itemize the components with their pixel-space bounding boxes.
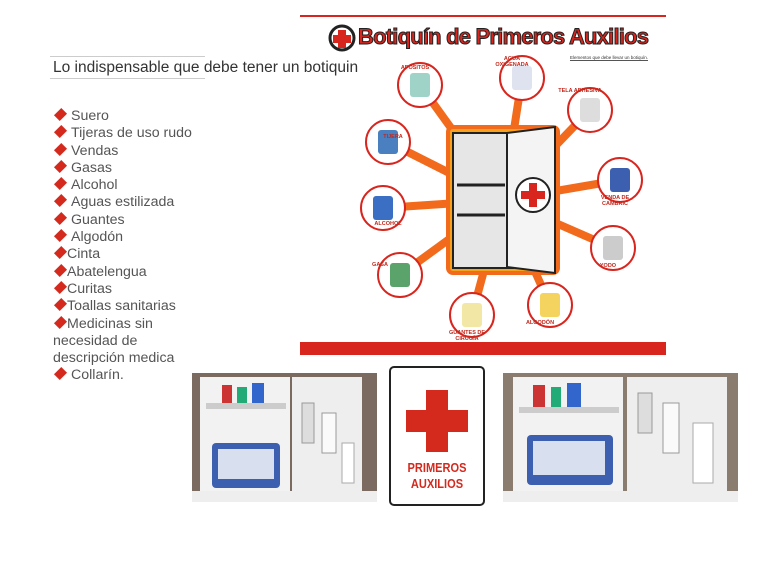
supply-label: GASA xyxy=(372,262,388,268)
supply-icon xyxy=(373,196,393,220)
slide-heading: Lo indispensable que debe tener un botiq… xyxy=(53,59,359,76)
supply-label: TELA ADHESIVA xyxy=(558,88,602,94)
supply-label: APÓSITOS xyxy=(400,65,430,71)
list-item: Suero xyxy=(53,107,198,125)
supply-label: ALCOHOL xyxy=(374,221,402,227)
list-item-text: Vendas xyxy=(71,142,119,159)
cabinet-photo-right xyxy=(503,373,738,502)
supply-icon xyxy=(512,66,532,90)
list-item-text: Algodón xyxy=(71,229,124,246)
list-item-text: Suero xyxy=(71,108,109,124)
supply-icon xyxy=(462,303,482,327)
diamond-bullet-icon xyxy=(53,229,68,243)
diamond-bullet-icon xyxy=(53,298,68,312)
supply-icon xyxy=(410,73,430,97)
sign-line-2: AUXILIOS xyxy=(410,476,464,491)
cabinet-photo-left xyxy=(192,373,377,502)
list-item: Gasas xyxy=(53,159,198,177)
list-item-text: Aguas estilizada xyxy=(71,194,175,211)
list-item: Aguas estilizada xyxy=(53,194,198,211)
list-item: Collarín. xyxy=(53,367,198,384)
list-item: Alcohol xyxy=(53,177,198,194)
supply-label: VENDA DE CAMBRIC xyxy=(600,195,630,207)
list-item-text: Medicinas sin necesidad de descripción m… xyxy=(53,315,175,367)
poster-subtitle: Elementos que debe llevar un botiquín. xyxy=(570,55,649,61)
diamond-bullet-icon xyxy=(53,159,68,173)
supply-icon xyxy=(378,130,398,154)
first-aid-poster: Botiquín de Primeros Auxilios Elementos … xyxy=(300,15,666,356)
supply-label: ALGODÓN xyxy=(525,320,555,326)
heading-box: Lo indispensable que debe tener un botiq… xyxy=(50,56,359,79)
diamond-bullet-icon xyxy=(53,280,68,294)
supply-icon xyxy=(610,168,630,192)
list-item-text: Toallas sanitarias xyxy=(67,298,176,315)
list-item: Abatelengua xyxy=(53,263,198,281)
list-item: Vendas xyxy=(53,142,198,160)
list-item-text: Alcohol xyxy=(71,177,118,194)
diamond-bullet-icon xyxy=(53,194,68,208)
poster-title: Botiquín de Primeros Auxilios xyxy=(357,24,649,50)
poster-graphic xyxy=(300,15,666,355)
list-item: Cinta xyxy=(53,246,198,263)
diamond-bullet-icon xyxy=(53,315,68,329)
list-item-text: Guantes xyxy=(71,211,125,228)
list-item-text: Tijeras de uso rudo xyxy=(71,125,192,142)
diamond-bullet-icon xyxy=(53,211,68,225)
diamond-bullet-icon xyxy=(53,125,68,139)
list-item: Algodón xyxy=(53,229,198,246)
supply-label: GUANTES DE CIRUGÍA xyxy=(448,330,486,342)
diamond-bullet-icon xyxy=(53,177,68,191)
list-item: Toallas sanitarias xyxy=(53,298,198,315)
supply-icon xyxy=(540,293,560,317)
supply-icon xyxy=(603,236,623,260)
list-item: Tijeras de uso rudo xyxy=(53,125,198,142)
list-item-text: Collarín. xyxy=(71,367,124,384)
supply-label: YODO xyxy=(599,263,617,269)
supply-label: TIJERA xyxy=(383,134,403,140)
list-item: Medicinas sin necesidad de descripción m… xyxy=(53,315,198,368)
list-item: Guantes xyxy=(53,211,198,229)
list-item: Curitas xyxy=(53,280,198,298)
diamond-bullet-icon xyxy=(53,367,68,381)
sign-line-1: PRIMEROS xyxy=(407,460,467,475)
diamond-bullet-icon xyxy=(53,107,68,122)
supply-label: AGUA OXIGENADA xyxy=(495,56,529,68)
supply-icon xyxy=(390,263,410,287)
supply-icon xyxy=(580,98,600,122)
diamond-bullet-icon xyxy=(53,246,68,260)
diamond-bullet-icon xyxy=(53,142,68,156)
diamond-bullet-icon xyxy=(53,263,68,277)
list-item-text: Cinta xyxy=(67,246,101,263)
list-item-text: Gasas xyxy=(71,159,113,176)
list-item-text: Abatelengua xyxy=(67,263,147,280)
list-item-text: Curitas xyxy=(67,280,112,297)
